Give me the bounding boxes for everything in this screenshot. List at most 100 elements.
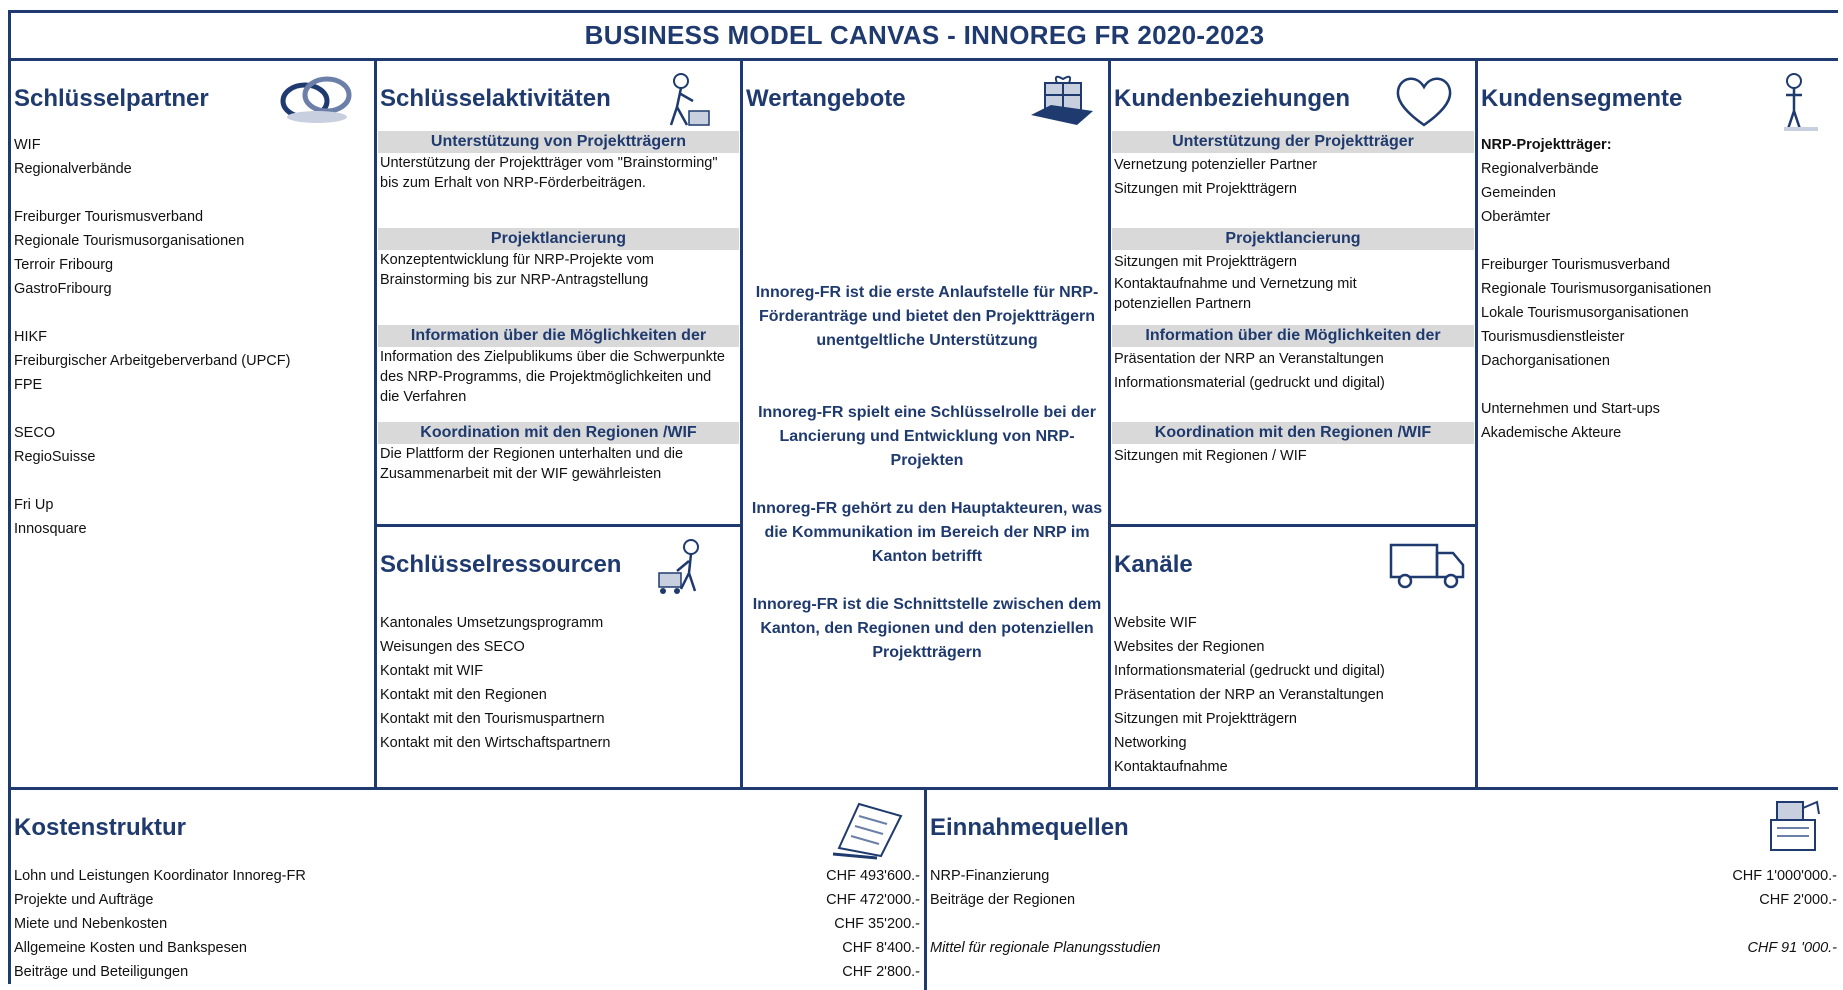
block-line: Sitzungen mit Projektträgern	[1114, 254, 1297, 270]
business-model-canvas: BUSINESS MODEL CANVAS - INNOREG FR 2020-…	[8, 10, 1841, 990]
segment-group-3: Unternehmen und Start-ups Akademische Ak…	[1478, 397, 1843, 445]
block-line: Sitzungen mit Regionen / WIF	[1114, 448, 1307, 464]
section-customer-segments: Kundensegmente NRP-Projektträger: Region…	[1478, 61, 1843, 787]
cash-register-icon	[1770, 800, 1820, 851]
section-heading: Wertangebote	[746, 85, 906, 112]
section-revenue-streams: Einnahmequellen NRP-Finanzierung CHF 1'0…	[927, 790, 1841, 990]
list-item: GastroFribourg	[14, 281, 112, 297]
canvas-title: BUSINESS MODEL CANVAS - INNOREG FR 2020-…	[584, 20, 1265, 50]
partner-group-3: HIKF Freiburgischer Arbeitgeberverband (…	[11, 325, 374, 397]
cost-amount: CHF 2'800.-	[842, 964, 920, 980]
list-item: Regionalverbände	[1481, 161, 1599, 177]
segment-group-1: NRP-Projektträger: Regionalverbände Geme…	[1478, 133, 1843, 229]
cost-amount: CHF 472'000.-	[826, 892, 920, 908]
list-item: Kontakt mit WIF	[380, 663, 484, 679]
person-icon	[1784, 73, 1818, 131]
value-paragraph: Innoreg-FR gehört zu den Hauptakteuren, …	[751, 500, 1103, 565]
canvas-title-bar: BUSINESS MODEL CANVAS - INNOREG FR 2020-…	[11, 13, 1838, 61]
revenue-amount: CHF 1'000'000.-	[1732, 868, 1837, 884]
list-item: Kontakt mit den Wirtschaftspartnern	[380, 735, 611, 751]
revenue-row: NRP-Finanzierung CHF 1'000'000.-	[927, 864, 1841, 888]
list-item: HIKF	[14, 329, 48, 345]
partner-group-1: WIF Regionalverbände	[11, 133, 374, 181]
block-line: Informationsmaterial (gedruckt und digit…	[1114, 375, 1385, 391]
segment-group-2: Freiburger Tourismusverband Regionale To…	[1478, 253, 1843, 373]
block-line: Präsentation der NRP an Veranstaltungen	[1114, 351, 1384, 367]
revenue-row: Mittel für regionale Planungsstudien CHF…	[927, 936, 1841, 960]
partner-group-5: Fri Up Innosquare	[11, 493, 374, 541]
cost-row: Allgemeine Kosten und Bankspesen CHF 8'4…	[11, 936, 924, 960]
revenue-amount: CHF 2'000.-	[1759, 892, 1837, 908]
block-title: Information über die Möglichkeiten der	[378, 325, 739, 347]
relation-block-information: Information über die Möglichkeiten der P…	[1111, 325, 1475, 422]
cost-amount: CHF 35'200.-	[834, 916, 920, 932]
rings-icon	[280, 76, 352, 123]
heart-icon	[1396, 77, 1452, 127]
relation-block-support: Unterstützung der Projektträger Vernetzu…	[1111, 131, 1475, 228]
block-title: Koordination mit den Regionen /WIF	[1112, 422, 1474, 444]
list-item: SECO	[14, 425, 56, 441]
invoice-icon	[832, 802, 903, 860]
block-text: Information des Zielpublikums über die S…	[380, 349, 725, 405]
bottom-row: Kostenstruktur Lohn und Leistungen Koord…	[11, 787, 1841, 990]
list-item: Fri Up	[14, 497, 54, 513]
partner-group-2: Freiburger Tourismusverband Regionale To…	[11, 205, 374, 301]
cost-row: Beiträge und Beteiligungen CHF 2'800.-	[11, 960, 924, 984]
list-item: Websites der Regionen	[1114, 639, 1265, 655]
cost-label: Allgemeine Kosten und Bankspesen	[14, 940, 247, 956]
section-cost-structure: Kostenstruktur Lohn und Leistungen Koord…	[11, 790, 927, 990]
list-item: Freiburger Tourismusverband	[1481, 257, 1671, 273]
block-title: Information über die Möglichkeiten der	[1112, 325, 1474, 347]
list-item: Regionalverbände	[14, 161, 132, 177]
list-item: Regionale Tourismusorganisationen	[1481, 281, 1712, 297]
gift-icon	[1031, 75, 1093, 125]
activity-block-coordination: Koordination mit den Regionen /WIF Die P…	[377, 422, 740, 484]
section-key-resources: Schlüsselressourcen Kantonales Umsetzung…	[377, 527, 743, 787]
block-text: Konzeptentwicklung für NRP-Projekte vom …	[380, 252, 655, 288]
block-line: Vernetzung potenzieller Partner	[1114, 157, 1318, 173]
section-channels: Kanäle Website WIF Websites der Regionen…	[1111, 527, 1478, 787]
section-heading: Kanäle	[1114, 551, 1193, 578]
list-item: Tourismusdienstleister	[1481, 329, 1625, 345]
section-heading: Schlüsselpartner	[14, 85, 209, 112]
list-item: Innosquare	[14, 521, 87, 537]
list-item: Sitzungen mit Projektträgern	[1114, 711, 1297, 727]
list-item: FPE	[14, 377, 43, 393]
list-item: Freiburger Tourismusverband	[14, 209, 204, 225]
list-item: Unternehmen und Start-ups	[1481, 401, 1660, 417]
cost-row: Projekte und Aufträge CHF 472'000.-	[11, 888, 924, 912]
cost-row: Lohn und Leistungen Koordinator Innoreg-…	[11, 864, 924, 888]
cost-label: Lohn und Leistungen Koordinator Innoreg-…	[14, 868, 306, 884]
list-item: Gemeinden	[1481, 185, 1556, 201]
cost-label: Miete und Nebenkosten	[14, 916, 168, 932]
activity-block-information: Information über die Möglichkeiten der I…	[377, 325, 740, 422]
list-item: Website WIF	[1114, 615, 1197, 631]
cost-label: Beiträge und Beteiligungen	[14, 964, 189, 980]
block-title: Unterstützung von Projektträgern	[378, 131, 739, 153]
section-heading: Schlüsselaktivitäten	[380, 85, 611, 112]
value-paragraph: Innoreg-FR ist die Schnittstelle zwische…	[752, 596, 1102, 661]
block-text: Unterstützung der Projektträger vom "Bra…	[380, 155, 718, 191]
revenue-row	[927, 912, 1841, 936]
block-title: Koordination mit den Regionen /WIF	[378, 422, 739, 444]
section-value-propositions: Wertangebote Innoreg-FR ist die erste An…	[743, 61, 1111, 787]
revenue-amount: CHF 91 '000.-	[1747, 940, 1837, 956]
revenue-row: Beiträge der Regionen CHF 2'000.-	[927, 888, 1841, 912]
activity-block-support: Unterstützung von Projektträgern Unterst…	[377, 131, 740, 228]
value-paragraph: Innoreg-FR spielt eine Schlüsselrolle be…	[758, 404, 1096, 469]
section-heading: Einnahmequellen	[930, 814, 1129, 841]
segment-group-title: NRP-Projektträger:	[1481, 137, 1612, 153]
section-key-partners: Schlüsselpartner WIF Regionalverbände Fr…	[11, 61, 377, 787]
block-text: Die Plattform der Regionen unterhalten u…	[380, 446, 684, 482]
list-item: Präsentation der NRP an Veranstaltungen	[1114, 687, 1384, 703]
cost-amount: CHF 8'400.-	[842, 940, 920, 956]
activity-block-launch: Projektlancierung Konzeptentwicklung für…	[377, 228, 740, 325]
list-item: RegioSuisse	[14, 449, 96, 465]
truck-icon	[1389, 543, 1465, 589]
list-item: WIF	[14, 137, 41, 153]
list-item: Terroir Fribourg	[14, 257, 114, 273]
block-title: Unterstützung der Projektträger	[1112, 131, 1474, 153]
section-key-activities: Schlüsselaktivitäten Unterstützung von P…	[377, 61, 743, 527]
value-paragraph: Innoreg-FR ist die erste Anlaufstelle fü…	[755, 284, 1099, 349]
block-line: Sitzungen mit Projektträgern	[1114, 181, 1297, 197]
